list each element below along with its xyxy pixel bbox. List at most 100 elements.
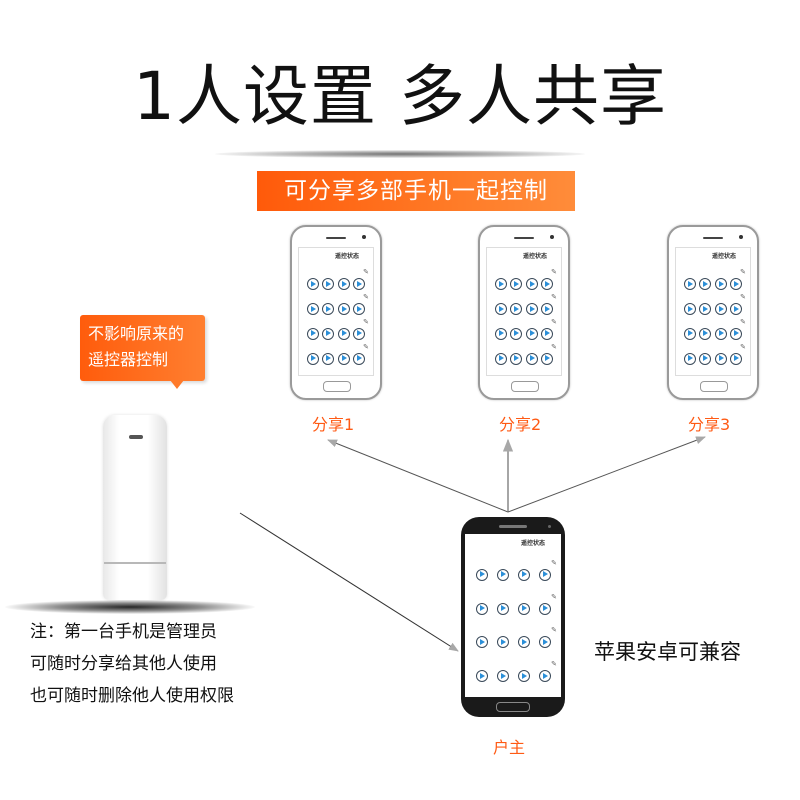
play-button-icon[interactable] (494, 352, 507, 365)
play-button-icon[interactable] (517, 568, 530, 581)
play-button-icon[interactable] (538, 670, 551, 683)
play-button-icon[interactable] (683, 352, 696, 365)
play-button-icon[interactable] (322, 303, 335, 316)
play-button-icon[interactable] (353, 278, 366, 291)
camera (548, 525, 551, 528)
remote-hub-device (103, 415, 167, 600)
play-button-icon[interactable] (496, 636, 509, 649)
phone-screen: 遥控状态 ✎ ✎ ✎ ✎ (675, 247, 751, 376)
play-button-icon[interactable] (730, 278, 743, 291)
play-button-icon[interactable] (510, 327, 523, 340)
play-button-icon[interactable] (494, 327, 507, 340)
play-button-icon[interactable] (525, 327, 538, 340)
play-button-icon[interactable] (541, 352, 554, 365)
home-button (700, 381, 728, 392)
play-button-icon[interactable] (306, 352, 319, 365)
play-button-icon[interactable] (730, 303, 743, 316)
edit-icon[interactable]: ✎ (363, 317, 369, 326)
phone-screen: 遥控状态 ✎ ✎ ✎ ✎ (486, 247, 562, 376)
note-line-1: 注：第一台手机是管理员 (30, 622, 217, 642)
speaker (499, 525, 527, 528)
play-button-icon[interactable] (525, 278, 538, 291)
play-button-icon[interactable] (699, 352, 712, 365)
play-button-icon[interactable] (538, 602, 551, 615)
play-button-icon[interactable] (496, 602, 509, 615)
play-button-icon[interactable] (683, 303, 696, 316)
play-button-icon[interactable] (714, 327, 727, 340)
button-grid: ✎ ✎ ✎ ✎ (471, 558, 557, 693)
edit-icon[interactable]: ✎ (551, 592, 557, 601)
play-button-icon[interactable] (714, 352, 727, 365)
edit-icon[interactable]: ✎ (363, 293, 369, 302)
play-button-icon[interactable] (475, 670, 488, 683)
play-button-icon[interactable] (510, 278, 523, 291)
device-shadow (5, 600, 255, 614)
play-button-icon[interactable] (475, 602, 488, 615)
share-label-2: 分享2 (499, 415, 542, 434)
edit-icon[interactable]: ✎ (551, 317, 557, 326)
play-button-icon[interactable] (337, 327, 350, 340)
play-button-icon[interactable] (494, 278, 507, 291)
play-button-icon[interactable] (475, 568, 488, 581)
play-button-icon[interactable] (510, 352, 523, 365)
play-button-icon[interactable] (517, 602, 530, 615)
edit-icon[interactable]: ✎ (551, 558, 557, 567)
share-label-3: 分享3 (688, 415, 731, 434)
play-button-icon[interactable] (306, 303, 319, 316)
edit-icon[interactable]: ✎ (740, 268, 746, 277)
owner-label: 户主 (493, 738, 526, 757)
play-button-icon[interactable] (714, 278, 727, 291)
play-button-icon[interactable] (538, 568, 551, 581)
play-button-icon[interactable] (525, 303, 538, 316)
play-button-icon[interactable] (353, 303, 366, 316)
play-button-icon[interactable] (496, 568, 509, 581)
play-button-icon[interactable] (306, 327, 319, 340)
app-header: 遥控状态 (520, 540, 545, 547)
speaker (514, 237, 534, 239)
play-button-icon[interactable] (699, 327, 712, 340)
play-button-icon[interactable] (353, 327, 366, 340)
play-button-icon[interactable] (337, 352, 350, 365)
home-button (496, 702, 530, 712)
button-grid: ✎ ✎ ✎ ✎ (682, 268, 746, 371)
play-button-icon[interactable] (699, 303, 712, 316)
play-button-icon[interactable] (306, 278, 319, 291)
play-button-icon[interactable] (322, 352, 335, 365)
page-title: 1人设置 多人共享 (133, 58, 667, 135)
edit-icon[interactable]: ✎ (551, 342, 557, 351)
edit-icon[interactable]: ✎ (551, 268, 557, 277)
bubble-line-1: 不影响原来的 (88, 324, 185, 343)
play-button-icon[interactable] (337, 278, 350, 291)
play-button-icon[interactable] (353, 352, 366, 365)
play-button-icon[interactable] (496, 670, 509, 683)
play-button-icon[interactable] (541, 278, 554, 291)
play-button-icon[interactable] (525, 352, 538, 365)
play-button-icon[interactable] (683, 278, 696, 291)
play-button-icon[interactable] (730, 352, 743, 365)
play-button-icon[interactable] (730, 327, 743, 340)
play-button-icon[interactable] (510, 303, 523, 316)
home-button (323, 381, 351, 392)
play-button-icon[interactable] (683, 327, 696, 340)
play-button-icon[interactable] (494, 303, 507, 316)
play-button-icon[interactable] (475, 636, 488, 649)
play-button-icon[interactable] (517, 670, 530, 683)
edit-icon[interactable]: ✎ (740, 342, 746, 351)
play-button-icon[interactable] (541, 327, 554, 340)
play-button-icon[interactable] (322, 278, 335, 291)
play-button-icon[interactable] (322, 327, 335, 340)
edit-icon[interactable]: ✎ (551, 660, 557, 669)
edit-icon[interactable]: ✎ (363, 268, 369, 277)
play-button-icon[interactable] (699, 278, 712, 291)
edit-icon[interactable]: ✎ (740, 317, 746, 326)
play-button-icon[interactable] (517, 636, 530, 649)
play-button-icon[interactable] (538, 636, 551, 649)
edit-icon[interactable]: ✎ (363, 342, 369, 351)
edit-icon[interactable]: ✎ (740, 293, 746, 302)
note-line-2: 可随时分享给其他人使用 (30, 654, 217, 674)
edit-icon[interactable]: ✎ (551, 626, 557, 635)
play-button-icon[interactable] (714, 303, 727, 316)
edit-icon[interactable]: ✎ (551, 293, 557, 302)
play-button-icon[interactable] (541, 303, 554, 316)
play-button-icon[interactable] (337, 303, 350, 316)
